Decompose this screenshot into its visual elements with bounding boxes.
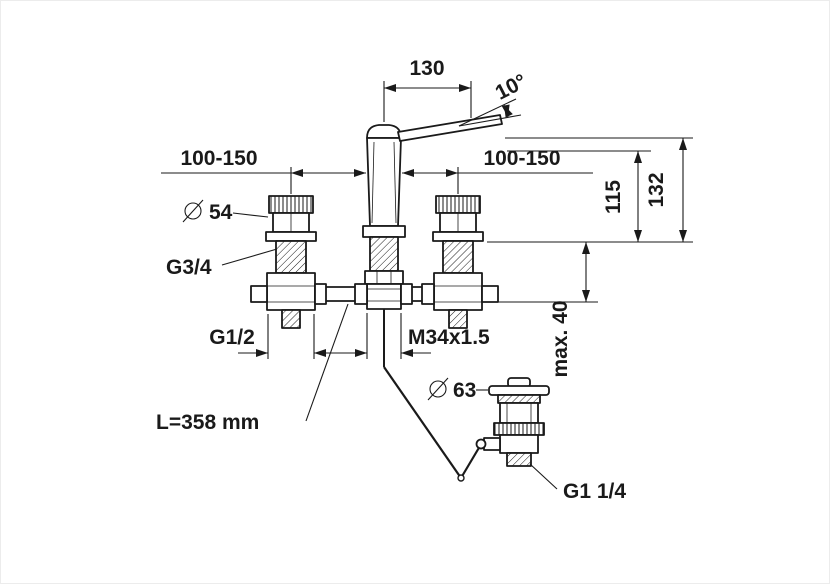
waste-outlet-thread (506, 452, 532, 467)
left-thread-g34 (275, 240, 307, 274)
thread-handle-text: G3/4 (166, 256, 212, 279)
lever (397, 114, 503, 142)
dim-max-40: max. 40 (498, 242, 598, 378)
spout-shank-thread (369, 236, 399, 272)
leader-line (232, 212, 269, 218)
dim-130: 130 (383, 57, 472, 122)
leader-line (221, 248, 278, 266)
thread-waste-text: G1 1/4 (563, 480, 626, 503)
dim-spacing-right: 100-150 (402, 147, 593, 194)
label-dia-63: 63 (427, 377, 488, 402)
dim-132: 132 (505, 137, 693, 242)
spacing-left-text: 100-150 (180, 147, 257, 170)
dimension-layer: 130 10° 100-150 100-150 115 (156, 57, 693, 503)
height-132-text: 132 (645, 172, 668, 207)
spacing-right-text: 100-150 (483, 147, 560, 170)
diameter-symbol (429, 380, 447, 398)
label-l358: L=358 mm (156, 303, 349, 434)
deck-max-text: max. 40 (549, 300, 572, 377)
dim-130-text: 130 (409, 57, 444, 80)
label-dia-54: 54 (182, 199, 269, 224)
handle-left (250, 195, 317, 329)
angle-text: 10° (492, 70, 531, 105)
thread-inlet-text: G1/2 (209, 326, 255, 349)
thread-shank-text: M34x1.5 (408, 326, 490, 349)
dim-115: 115 (507, 150, 651, 242)
dim-spacing-left: 100-150 (161, 147, 366, 194)
connection-pipe-left (314, 283, 368, 305)
dia-waste-text: 63 (453, 379, 476, 402)
spout (362, 124, 406, 367)
height-115-text: 115 (602, 180, 625, 214)
handle-right (432, 195, 499, 329)
dim-m34: M34x1.5 (337, 313, 490, 359)
right-thread-g34 (442, 240, 474, 274)
leader-line (305, 303, 349, 422)
dia-handle-text: 54 (209, 201, 233, 224)
faucet-assembly (250, 114, 550, 482)
connection-pipe-right (400, 283, 435, 305)
pop-up-rod (383, 366, 481, 482)
label-g114: G1 1/4 (529, 463, 626, 503)
diameter-symbol (184, 202, 202, 220)
waste-flange (488, 385, 550, 396)
hose-length-text: L=358 mm (156, 411, 259, 434)
drain-assembly (475, 377, 550, 467)
dim-g12: G1/2 (209, 314, 344, 359)
label-g34: G3/4 (166, 248, 278, 279)
leader-line (529, 463, 558, 490)
